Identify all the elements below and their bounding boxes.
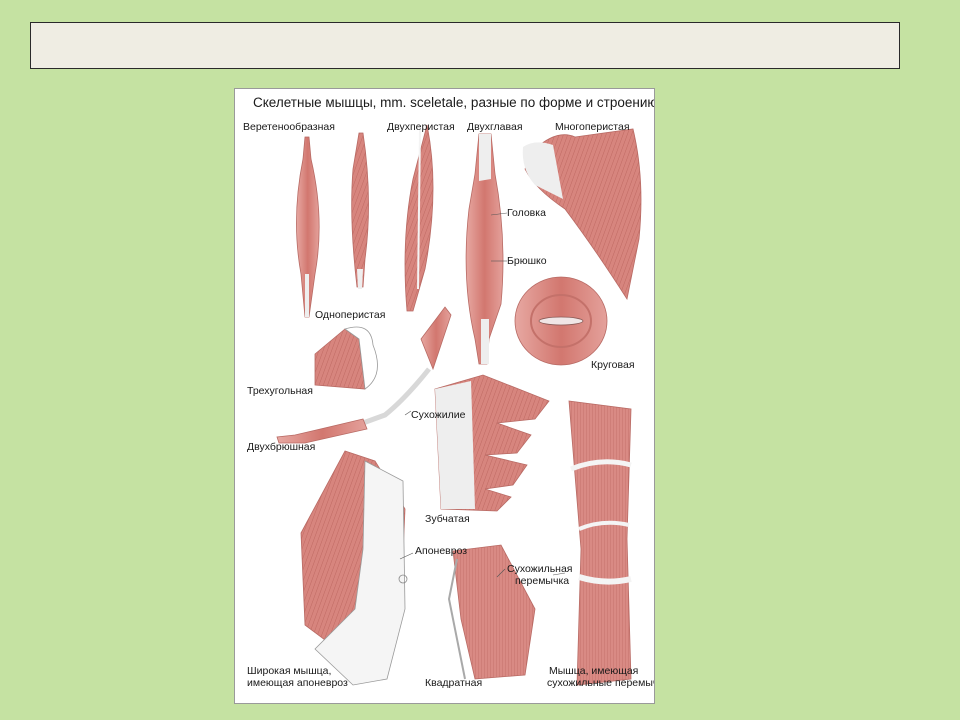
label-tendinous-intersection-2: перемычка bbox=[515, 575, 570, 587]
leader-lines bbox=[399, 212, 566, 578]
triangular-muscle bbox=[314, 326, 378, 390]
label-broad-1: Широкая мышца, bbox=[247, 665, 332, 677]
fusiform-muscle bbox=[296, 136, 320, 318]
label-digastric: Двухбрюшная bbox=[247, 441, 316, 453]
intersected-muscle bbox=[568, 400, 632, 686]
label-biceps: Двухглавая bbox=[467, 121, 523, 133]
label-belly: Брюшко bbox=[507, 255, 547, 267]
unipennate-muscle bbox=[351, 132, 369, 289]
label-head: Головка bbox=[507, 207, 546, 219]
multipennate-muscle bbox=[522, 128, 642, 301]
muscle-drawings bbox=[276, 124, 642, 686]
label-unipennate: Одноперистая bbox=[315, 309, 386, 321]
slide-title-box bbox=[30, 22, 900, 69]
label-triangular: Трехугольная bbox=[247, 385, 313, 397]
orbicular-muscle bbox=[514, 276, 608, 366]
bipennate-muscle bbox=[404, 124, 434, 312]
digastric-muscle bbox=[276, 306, 452, 444]
label-aponeurosis: Апоневроз bbox=[415, 545, 468, 557]
label-intersected-1: Мышца, имеющая bbox=[549, 665, 639, 677]
label-intersected-2: сухожильные перемычки bbox=[547, 677, 654, 689]
label-fusiform: Веретенообразная bbox=[243, 121, 335, 133]
serratus-muscle bbox=[434, 374, 550, 512]
broad-muscle bbox=[300, 450, 408, 686]
label-multipennate: Многоперистая bbox=[555, 121, 630, 133]
label-tendon: Сухожилие bbox=[411, 409, 466, 421]
biceps-muscle bbox=[465, 133, 504, 365]
label-quadrate: Квадратная bbox=[425, 677, 483, 689]
plate-title: Скелетные мышцы, mm. sceletale, разные п… bbox=[253, 95, 655, 110]
label-orbicular: Круговая bbox=[591, 359, 635, 371]
muscle-illustration-plate: Скелетные мышцы, mm. sceletale, разные п… bbox=[234, 88, 655, 704]
label-tendinous-intersection-1: Сухожильная bbox=[507, 563, 573, 575]
label-serratus: Зубчатая bbox=[425, 513, 470, 525]
label-broad-2: имеющая апоневроз bbox=[247, 677, 348, 689]
label-bipennate: Двухперистая bbox=[387, 121, 455, 133]
quadrate-muscle bbox=[447, 544, 536, 680]
